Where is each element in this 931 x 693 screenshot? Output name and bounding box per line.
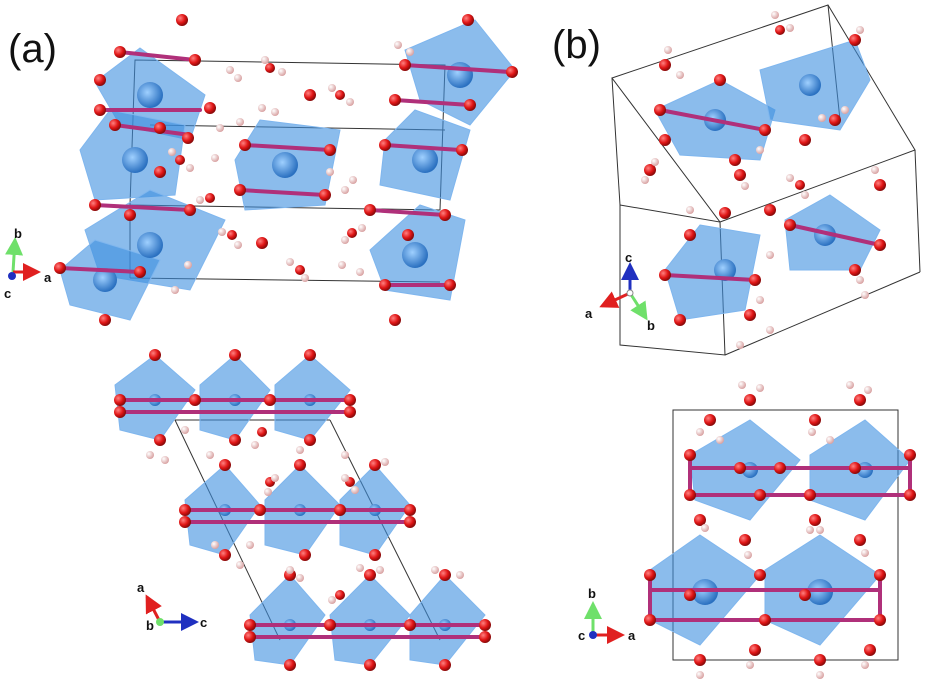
axis-label-a: a — [137, 580, 145, 595]
axis-label-a: a — [628, 628, 636, 643]
axis-label-b: b — [146, 618, 154, 633]
axis-label-a: a — [44, 270, 52, 285]
axis-label-c: c — [200, 615, 207, 630]
axis-label-c: c — [625, 250, 632, 265]
axis-triad-b-bottom: b c a — [578, 586, 636, 644]
oxygen-atoms — [54, 14, 916, 671]
panel-label-b: (b) — [552, 23, 601, 67]
panel-label-a: (a) — [8, 27, 57, 71]
axis-a-arrow — [145, 594, 162, 623]
axis-origin — [626, 289, 634, 297]
axis-triad-b-top: c a b — [585, 250, 655, 333]
unit-cell-b-bottom — [672, 409, 899, 661]
axis-label-b: b — [14, 226, 22, 241]
axis-label-b: b — [647, 318, 655, 333]
bonds — [58, 50, 912, 639]
hydrogen-atoms — [146, 11, 879, 679]
unit-cell-b-top — [611, 4, 921, 356]
axis-label-b: b — [588, 586, 596, 601]
axis-a-arrow — [599, 291, 631, 308]
axis-triad-a-top: b c a — [4, 226, 52, 301]
axis-triad-a-bottom: a b c — [137, 580, 207, 633]
axis-c-dot — [589, 631, 597, 639]
axis-b-dot — [156, 618, 164, 626]
octahedra — [59, 19, 911, 666]
axis-b-arrow — [628, 292, 648, 321]
axis-c-dot — [8, 272, 16, 280]
axis-b-arrow — [5, 237, 24, 273]
axis-label-c: c — [4, 286, 11, 301]
axis-label-a: a — [585, 306, 593, 321]
axis-label-c: c — [578, 628, 585, 643]
